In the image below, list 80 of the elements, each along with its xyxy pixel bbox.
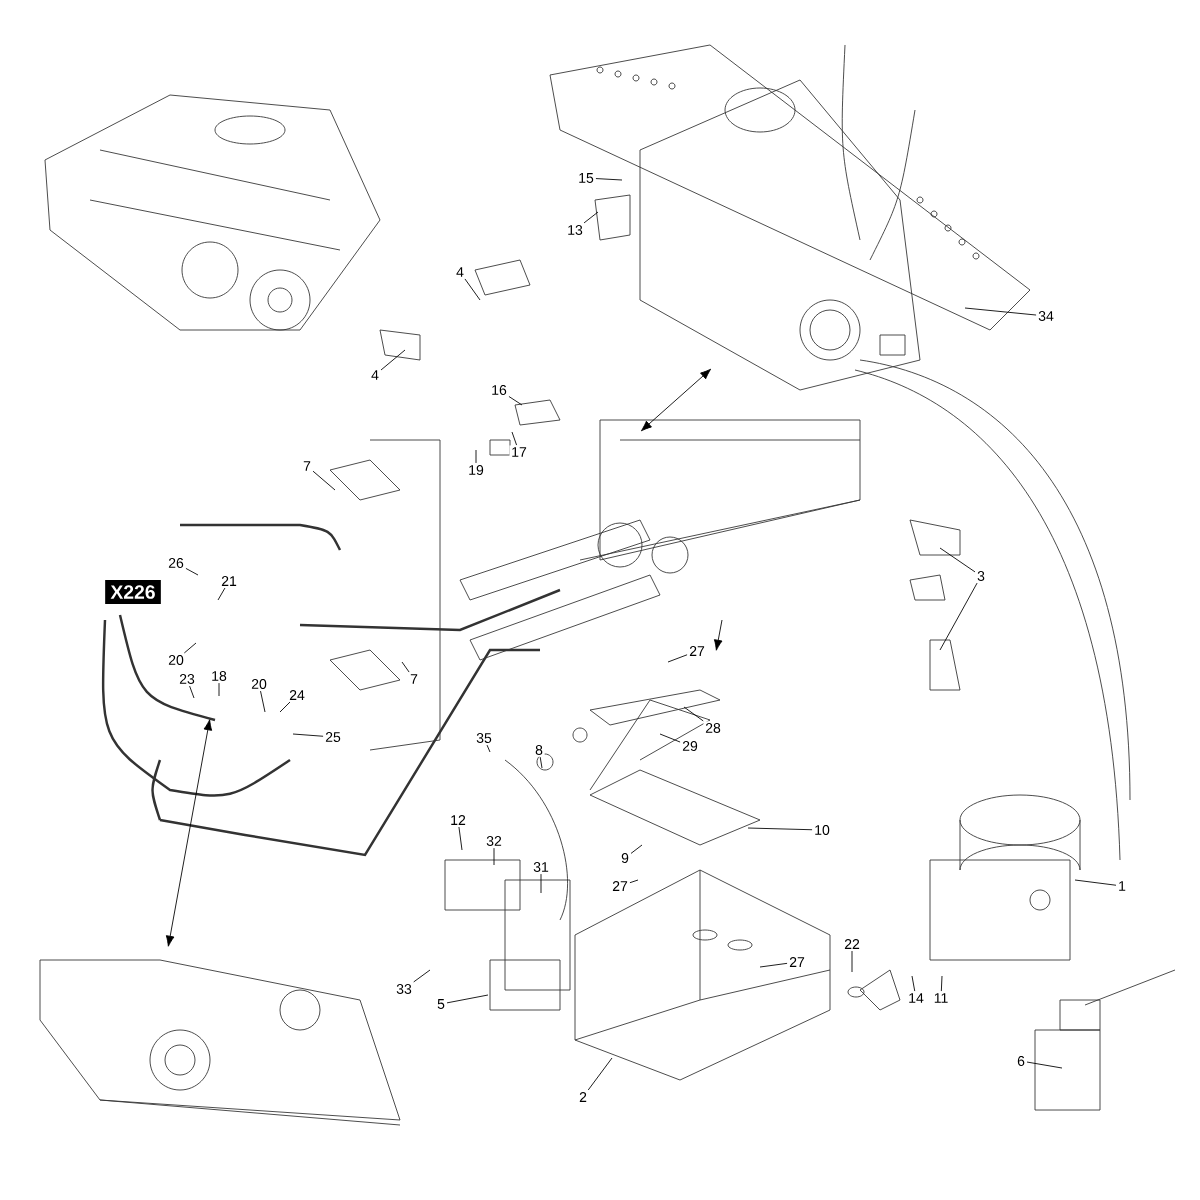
leader-line bbox=[683, 706, 704, 722]
leader-line bbox=[630, 844, 643, 854]
leader-line bbox=[312, 470, 336, 491]
callout-number: 33 bbox=[394, 982, 414, 996]
callout-number: 27 bbox=[687, 644, 707, 658]
leader-line bbox=[486, 744, 491, 753]
callout-number: 16 bbox=[489, 383, 509, 397]
leader-line bbox=[183, 642, 197, 654]
connector-tag: X226 bbox=[105, 579, 161, 605]
callout-number: 18 bbox=[209, 669, 229, 683]
leader-line bbox=[659, 733, 681, 743]
leader-line bbox=[380, 349, 406, 371]
callout-number: 32 bbox=[484, 834, 504, 848]
callout-number: 34 bbox=[1036, 309, 1056, 323]
leader-line bbox=[940, 975, 943, 992]
leader-line bbox=[747, 827, 813, 831]
callout-number: 27 bbox=[610, 879, 630, 893]
callout-number: 2 bbox=[577, 1090, 589, 1104]
callout-number: 17 bbox=[509, 445, 529, 459]
leader-line bbox=[1026, 1061, 1063, 1069]
callout-number: 27 bbox=[787, 955, 807, 969]
callout-number: 4 bbox=[369, 368, 381, 382]
leader-line bbox=[911, 975, 916, 992]
leader-line bbox=[458, 826, 463, 851]
leader-line bbox=[185, 567, 199, 576]
leader-line bbox=[493, 847, 495, 866]
leader-line bbox=[446, 994, 489, 1004]
leader-line bbox=[218, 682, 220, 697]
callout-number: 5 bbox=[435, 997, 447, 1011]
leader-line bbox=[587, 1057, 613, 1091]
callout-number: 35 bbox=[474, 731, 494, 745]
callout-number: 11 bbox=[931, 991, 951, 1005]
callout-number: 13 bbox=[565, 223, 585, 237]
callout-number: 23 bbox=[177, 672, 197, 686]
leader-line bbox=[401, 661, 410, 673]
callout-number: 4 bbox=[454, 265, 466, 279]
leader-line bbox=[759, 962, 788, 968]
callout-number: 8 bbox=[533, 743, 545, 757]
leader-line bbox=[260, 690, 266, 713]
leader-line bbox=[939, 547, 976, 573]
leader-line bbox=[939, 582, 978, 651]
leader-line bbox=[475, 449, 477, 464]
leader-line bbox=[851, 950, 853, 973]
leader-line bbox=[413, 969, 431, 983]
callout-number: 19 bbox=[466, 463, 486, 477]
callout-number: 3 bbox=[975, 569, 987, 583]
callout-number: 15 bbox=[576, 171, 596, 185]
callout-number: 7 bbox=[408, 672, 420, 686]
callout-number: 20 bbox=[166, 653, 186, 667]
callout-number: 9 bbox=[619, 851, 631, 865]
callout-number: 6 bbox=[1015, 1054, 1027, 1068]
callout-number: 10 bbox=[812, 823, 832, 837]
leader-line bbox=[464, 278, 481, 301]
leader-line bbox=[217, 587, 226, 601]
callout-number: 21 bbox=[219, 574, 239, 588]
callout-number: 25 bbox=[323, 730, 343, 744]
leader-line bbox=[964, 307, 1037, 316]
leader-line bbox=[292, 733, 324, 737]
leader-line bbox=[511, 431, 518, 446]
leader-line bbox=[539, 756, 543, 769]
leader-line bbox=[583, 211, 599, 224]
leader-line bbox=[508, 396, 523, 406]
callout-number: 29 bbox=[680, 739, 700, 753]
callout-number: 14 bbox=[906, 991, 926, 1005]
callout-number: 26 bbox=[166, 556, 186, 570]
callout-number: 22 bbox=[842, 937, 862, 951]
leader-line bbox=[279, 701, 291, 713]
callout-number: 1 bbox=[1116, 879, 1128, 893]
leader-line bbox=[540, 873, 542, 894]
leader-line bbox=[629, 879, 639, 884]
callout-number: 20 bbox=[249, 677, 269, 691]
callout-number: 7 bbox=[301, 459, 313, 473]
callout-number: 24 bbox=[287, 688, 307, 702]
callout-number: 31 bbox=[531, 860, 551, 874]
leader-line bbox=[1074, 879, 1117, 886]
leader-line bbox=[595, 178, 623, 181]
leader-line bbox=[189, 685, 195, 699]
callout-number: 12 bbox=[448, 813, 468, 827]
callout-number: 28 bbox=[703, 721, 723, 735]
leader-line bbox=[667, 654, 688, 663]
